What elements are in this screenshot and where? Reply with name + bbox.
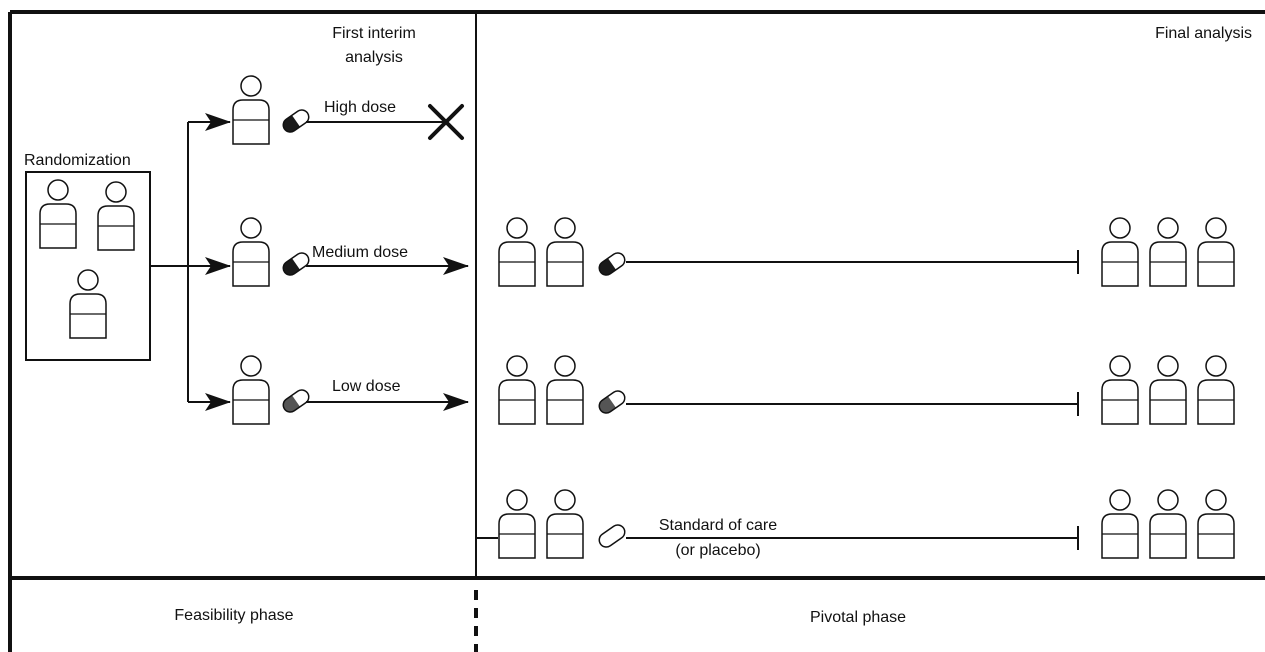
low-dose-label: Low dose — [332, 378, 401, 395]
person-icon — [232, 355, 270, 425]
person-icon — [39, 179, 77, 249]
pill-icon — [280, 107, 312, 135]
person-icon — [546, 355, 584, 425]
first-interim-analysis-label-line1: First interim — [332, 25, 416, 42]
person-icon — [1197, 355, 1235, 425]
standard-of-care-label-line2: (or placebo) — [675, 542, 760, 559]
high-dose-label: High dose — [324, 99, 396, 116]
person-icon — [69, 269, 107, 339]
pivotal-phase-label: Pivotal phase — [810, 609, 906, 626]
treatment-pills — [280, 107, 628, 550]
person-icon — [1149, 355, 1187, 425]
pill-icon — [596, 522, 628, 550]
person-icon — [498, 217, 536, 287]
randomization-branch-connectors — [150, 113, 231, 411]
person-icon — [546, 489, 584, 559]
medium-dose-label: Medium dose — [312, 244, 408, 261]
first-interim-analysis-label-line2: analysis — [345, 49, 403, 66]
person-icon — [97, 181, 135, 251]
pill-icon — [280, 387, 312, 415]
pivotal-arm-participants — [498, 217, 1235, 559]
person-icon — [1149, 217, 1187, 287]
person-icon — [1101, 217, 1139, 287]
person-icon — [1197, 489, 1235, 559]
feasibility-phase-label: Feasibility phase — [174, 607, 293, 624]
randomization-participants — [39, 179, 135, 339]
person-icon — [1101, 355, 1139, 425]
person-icon — [232, 217, 270, 287]
standard-of-care-label-line1: Standard of care — [659, 517, 777, 534]
person-icon — [232, 75, 270, 145]
final-analysis-label: Final analysis — [1155, 25, 1252, 42]
person-icon — [1149, 489, 1187, 559]
pill-icon — [280, 250, 312, 278]
stop-cross-icon — [428, 104, 464, 140]
feasibility-arm-participants — [232, 75, 270, 425]
person-icon — [1197, 217, 1235, 287]
person-icon — [498, 355, 536, 425]
person-icon — [1101, 489, 1139, 559]
person-icon — [546, 217, 584, 287]
randomization-label: Randomization — [24, 152, 131, 169]
pill-icon — [596, 250, 628, 278]
pivotal-arm-lines — [476, 250, 1079, 550]
pill-icon — [596, 388, 628, 416]
person-icon — [498, 489, 536, 559]
diagram-frame — [8, 10, 1265, 652]
